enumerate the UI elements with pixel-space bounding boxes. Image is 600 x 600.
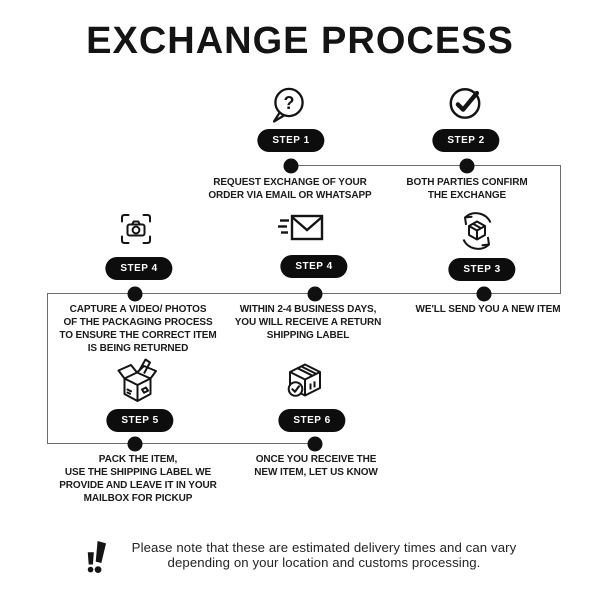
step-2-description: BOTH PARTIES CONFIRM THE EXCHANGE bbox=[406, 177, 528, 201]
flow-dot-step-4-camera bbox=[127, 286, 143, 302]
step-1-description: REQUEST EXCHANGE OF YOUR ORDER VIA EMAIL… bbox=[208, 177, 372, 201]
flow-dot-step-2 bbox=[459, 158, 475, 174]
step-1-badge: STEP 1 bbox=[257, 128, 325, 152]
question-speech-bubble-icon: ? bbox=[272, 87, 304, 123]
svg-text:?: ? bbox=[284, 93, 295, 113]
flow-dot-step-6 bbox=[307, 436, 323, 452]
page-title: EXCHANGE PROCESS bbox=[86, 20, 514, 62]
flow-connector-row1 bbox=[291, 165, 561, 167]
flow-connector-left bbox=[47, 293, 49, 444]
step-4-mail-badge: STEP 4 bbox=[280, 254, 348, 278]
step-3-description: WE'LL SEND YOU A NEW ITEM bbox=[415, 304, 561, 315]
step-6-description: ONCE YOU RECEIVE THE NEW ITEM, LET US KN… bbox=[254, 454, 378, 478]
flow-dot-step-3 bbox=[476, 286, 492, 302]
flow-dot-step-1 bbox=[283, 158, 299, 174]
step-5-badge: STEP 5 bbox=[106, 408, 174, 432]
step-4-mail-description: WITHIN 2-4 BUSINESS DAYS, YOU WILL RECEI… bbox=[234, 304, 382, 341]
fast-mail-icon bbox=[278, 214, 324, 241]
flow-connector-row3 bbox=[47, 443, 315, 445]
exchange-box-icon bbox=[462, 212, 492, 250]
step-5-description: PACK THE ITEM, USE THE SHIPPING LABEL WE… bbox=[59, 454, 217, 504]
open-box-icon bbox=[117, 358, 157, 402]
box-received-check-icon bbox=[287, 363, 321, 397]
step-4-camera-description: CAPTURE A VIDEO/ PHOTOS OF THE PACKAGING… bbox=[59, 304, 217, 354]
flow-dot-step-4-mail bbox=[307, 286, 323, 302]
flow-connector-row2 bbox=[47, 293, 561, 295]
step-2-badge: STEP 2 bbox=[432, 128, 500, 152]
flow-dot-step-5 bbox=[127, 436, 143, 452]
step-6-badge: STEP 6 bbox=[278, 408, 346, 432]
camera-capture-icon bbox=[121, 214, 151, 244]
step-3-badge: STEP 3 bbox=[448, 257, 516, 281]
check-circle-icon bbox=[449, 88, 481, 119]
flow-connector-right bbox=[560, 165, 562, 294]
note-text: Please note that these are estimated del… bbox=[131, 540, 517, 570]
step-4-camera-badge: STEP 4 bbox=[105, 256, 173, 280]
double-exclamation-icon bbox=[87, 541, 107, 573]
